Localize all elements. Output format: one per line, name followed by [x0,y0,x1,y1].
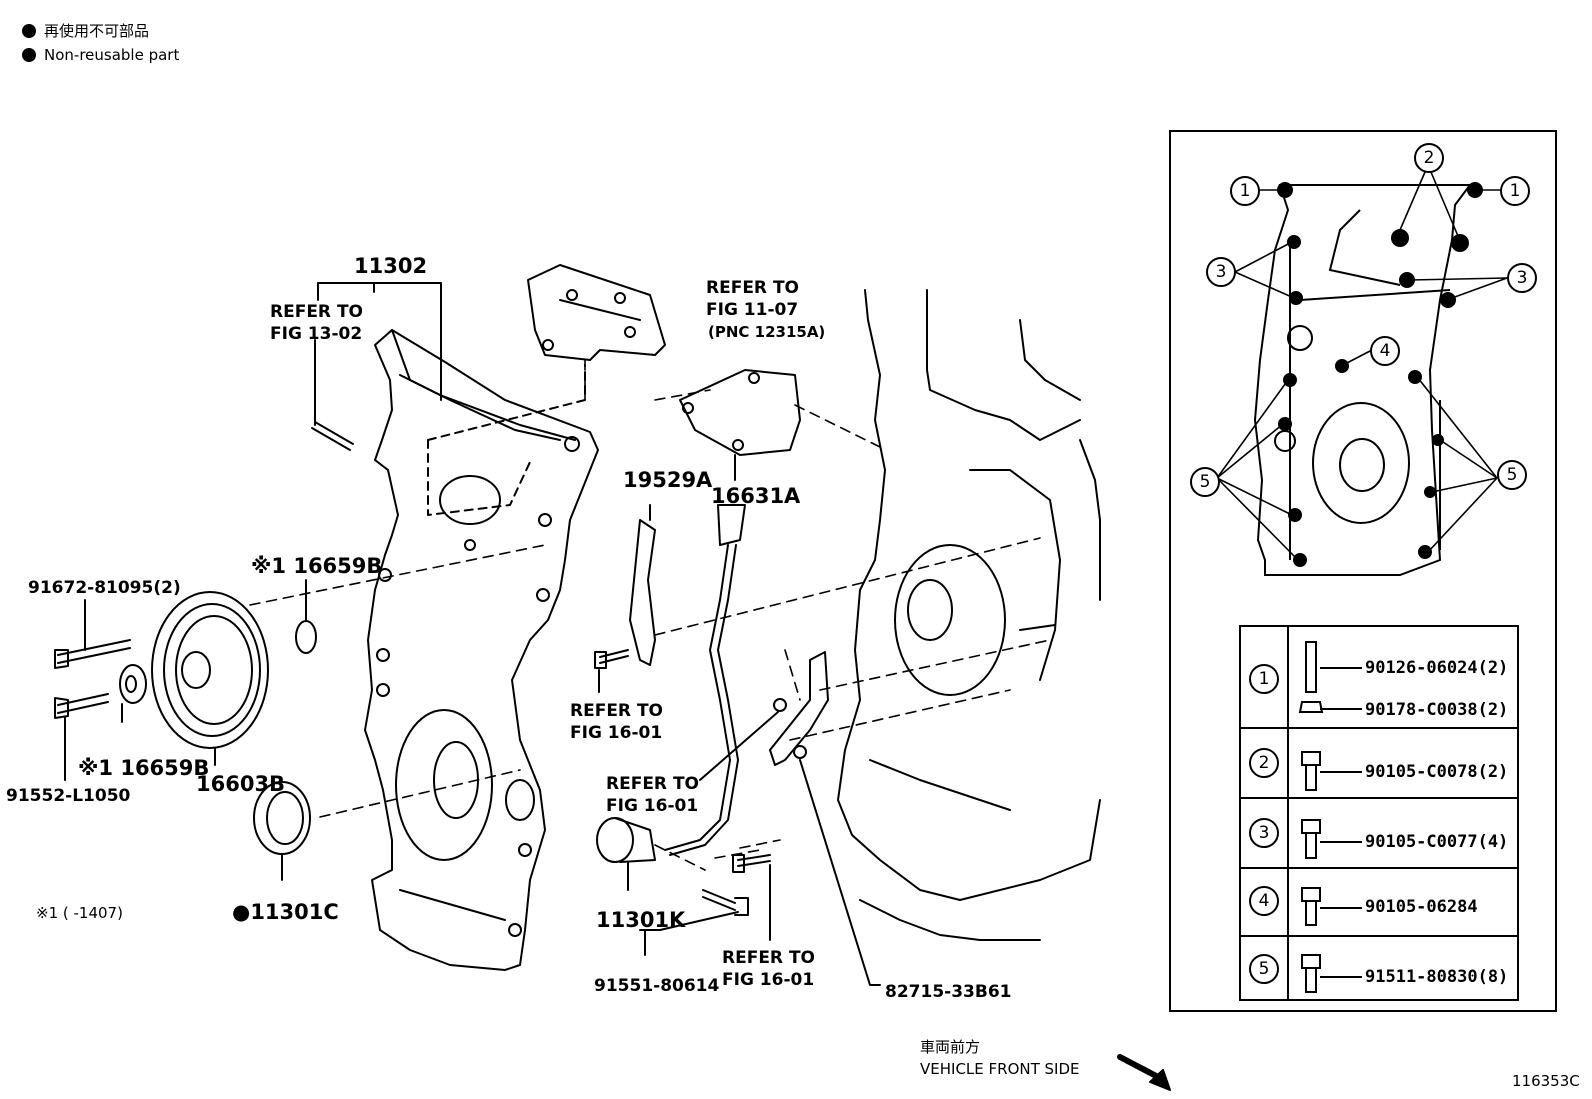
callout-5-left: 5 [1190,467,1220,497]
refer-fig-16-01-a-line2: FIG 16-01 [570,723,663,743]
callout-4: 4 [1370,336,1400,366]
table-row3-num: 3 [1249,818,1279,848]
label-16603b: 16603B [196,772,286,796]
legend-en: Non-reusable part [22,46,179,64]
label-91552: 91552-L1050 [6,786,131,806]
bolt-table [1239,625,1519,1001]
table-row1-part1: 90126-06024(2) [1365,658,1509,678]
non-reusable-dot-icon [22,24,36,38]
refer-fig-11-07-pnc: (PNC 12315A) [708,323,826,341]
table-row2-part: 90105-C0078(2) [1365,762,1509,782]
callout-5-right: 5 [1497,460,1527,490]
refer-fig-13-02-line2: FIG 13-02 [270,324,363,344]
engine-block-outline [837,289,1101,901]
callout-1-right: 1 [1500,176,1530,206]
label-82715: 82715-33B61 [885,982,1012,1002]
table-row4-part: 90105-06284 [1365,897,1478,917]
refer-fig-11-07-line1: REFER TO [706,278,799,298]
non-reusable-dot-icon [22,48,36,62]
label-16631a: 16631A [711,484,801,508]
callout-3-left: 3 [1206,257,1236,287]
refer-fig-16-01-b-line1: REFER TO [606,774,699,794]
vehicle-front-en: VEHICLE FRONT SIDE [920,1060,1080,1078]
table-row1-num: 1 [1249,664,1279,694]
label-16659b-top: ※1 16659B [251,554,383,578]
table-row4-num: 4 [1249,886,1279,916]
timing-cover-outline [364,329,599,971]
table-row5-part: 91511-80830(8) [1365,967,1509,987]
label-91551: 91551-80614 [594,976,720,996]
crank-pulley-outline [151,591,269,749]
refer-fig-16-01-b-line2: FIG 16-01 [606,796,699,816]
refer-fig-11-07-line2: FIG 11-07 [706,300,799,320]
refer-fig-13-02-line1: REFER TO [270,302,363,322]
bracket-16631a-outline [679,369,801,456]
refer-fig-16-01-c-line1: REFER TO [722,948,815,968]
label-11301k: 11301K [596,908,686,932]
callout-2: 2 [1414,143,1444,173]
crank-sensor-outline [596,817,634,863]
refer-fig-16-01-c-line2: FIG 16-01 [722,970,815,990]
inset-box [1169,130,1557,1012]
label-11302: 11302 [354,254,428,278]
table-row1-part2: 90178-C0038(2) [1365,700,1509,720]
callout-3-right: 3 [1507,263,1537,293]
label-16659b-bottom: ※1 16659B [78,756,210,780]
label-19529a: 19529A [623,468,713,492]
vehicle-front-jp: 車両前方 [920,1038,981,1056]
refer-fig-16-01-a-line1: REFER TO [570,701,663,721]
callout-1-left: 1 [1230,176,1260,206]
label-11301c: ●11301C [232,900,339,924]
note-1407: ※1 ( -1407) [36,904,123,922]
table-row5-num: 5 [1249,954,1279,984]
label-91672: 91672-81095(2) [28,578,181,598]
table-row2-num: 2 [1249,748,1279,778]
engine-mount-bracket-outline [527,264,666,361]
table-row3-part: 90105-C0077(4) [1365,832,1509,852]
legend-jp: 再使用不可部品 [22,20,149,41]
figure-code: 116353C [1512,1072,1580,1090]
